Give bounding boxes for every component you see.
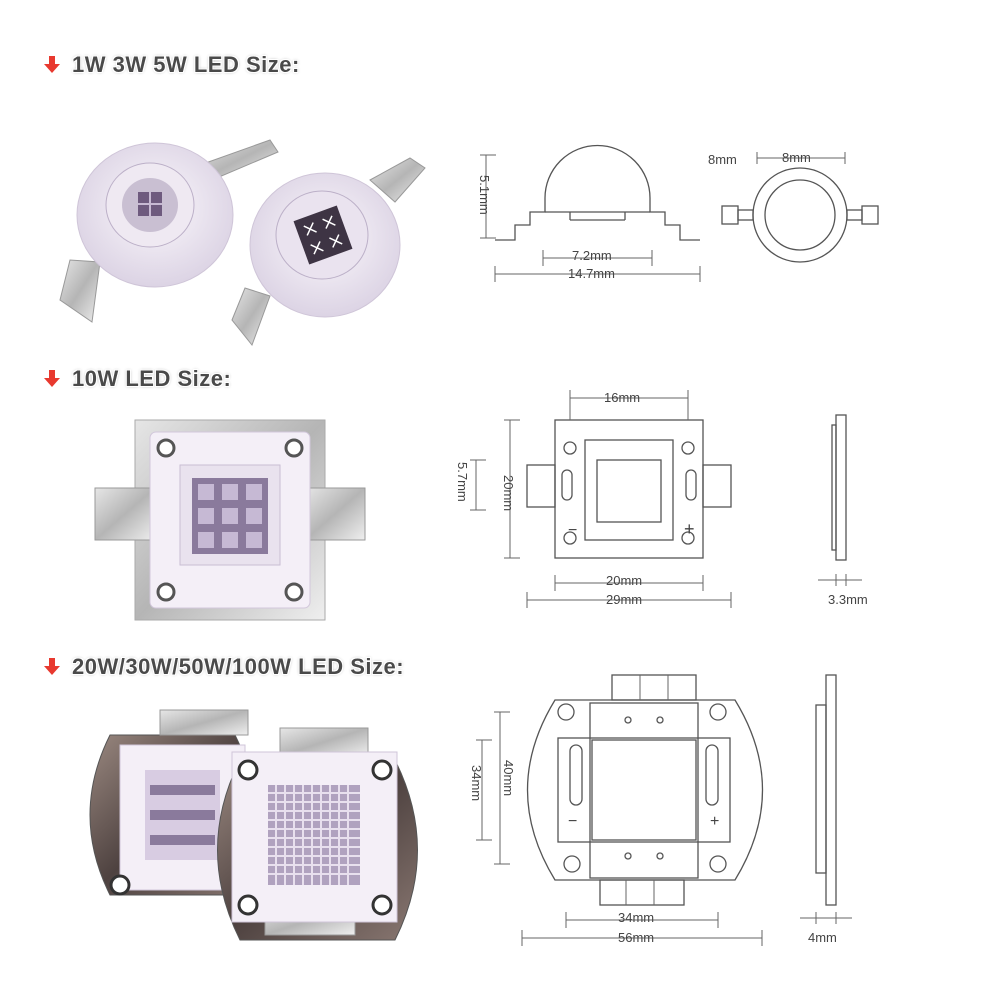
led-100w-side-view: 4mm (800, 674, 852, 945)
led-1w-photo-right (231, 157, 426, 347)
dim-total-width: 56mm (618, 930, 654, 945)
dim-height: 5.1mm (477, 175, 492, 215)
svg-text:−: − (568, 522, 577, 539)
led-10w-front-view: − + 16mm 20mm 5.7mm 20mm 29mm (455, 390, 732, 608)
dim-total-width: 29mm (606, 592, 642, 607)
heading-1w-3w-5w: 1W 3W 5W LED Size: (44, 50, 300, 80)
led-10w-side-view: 3.3mm (818, 414, 868, 607)
heading-text: 10W LED Size: (72, 366, 232, 391)
heading-text: 20W/30W/50W/100W LED Size: (72, 654, 405, 679)
led-100w-front-view: − + 40mm 34mm 34mm 56mm (469, 674, 764, 946)
heading-20w-100w: 20W/30W/50W/100W LED Size: (44, 652, 404, 682)
svg-text:−: − (568, 813, 577, 830)
svg-text:+: + (710, 813, 719, 830)
heading-text: 1W 3W 5W LED Size: (72, 52, 300, 77)
dim-inner-width: 7.2mm (572, 248, 612, 263)
svg-text:+: + (684, 519, 695, 539)
dim-height-inner: 5.7mm (455, 462, 470, 502)
led-1w-side-view: 5.1mm 7.2mm 14.7mm (477, 144, 701, 282)
dim-total-width: 14.7mm (568, 266, 615, 281)
down-arrow-icon (44, 56, 60, 73)
dim-thickness: 3.3mm (828, 592, 868, 607)
dim-inner-width: 20mm (606, 573, 642, 588)
heading-10w: 10W LED Size: (44, 364, 231, 394)
led-1w-photo-left (59, 139, 279, 323)
dim-inner-width: 34mm (618, 910, 654, 925)
down-arrow-icon (44, 370, 60, 387)
down-arrow-icon (44, 658, 60, 675)
dim-side-a: 8mm (708, 152, 737, 167)
led-1w-top-view: 8mm 8mm (708, 150, 879, 263)
led-100w-photo-front (217, 727, 418, 941)
dim-side-b: 8mm (782, 150, 811, 165)
dim-height-outer: 40mm (501, 760, 516, 796)
dim-height-inner: 34mm (469, 765, 484, 801)
dim-top-width: 16mm (604, 390, 640, 405)
dim-thickness: 4mm (808, 930, 837, 945)
dim-height-outer: 20mm (501, 475, 516, 511)
led-10w-photo (94, 419, 366, 621)
